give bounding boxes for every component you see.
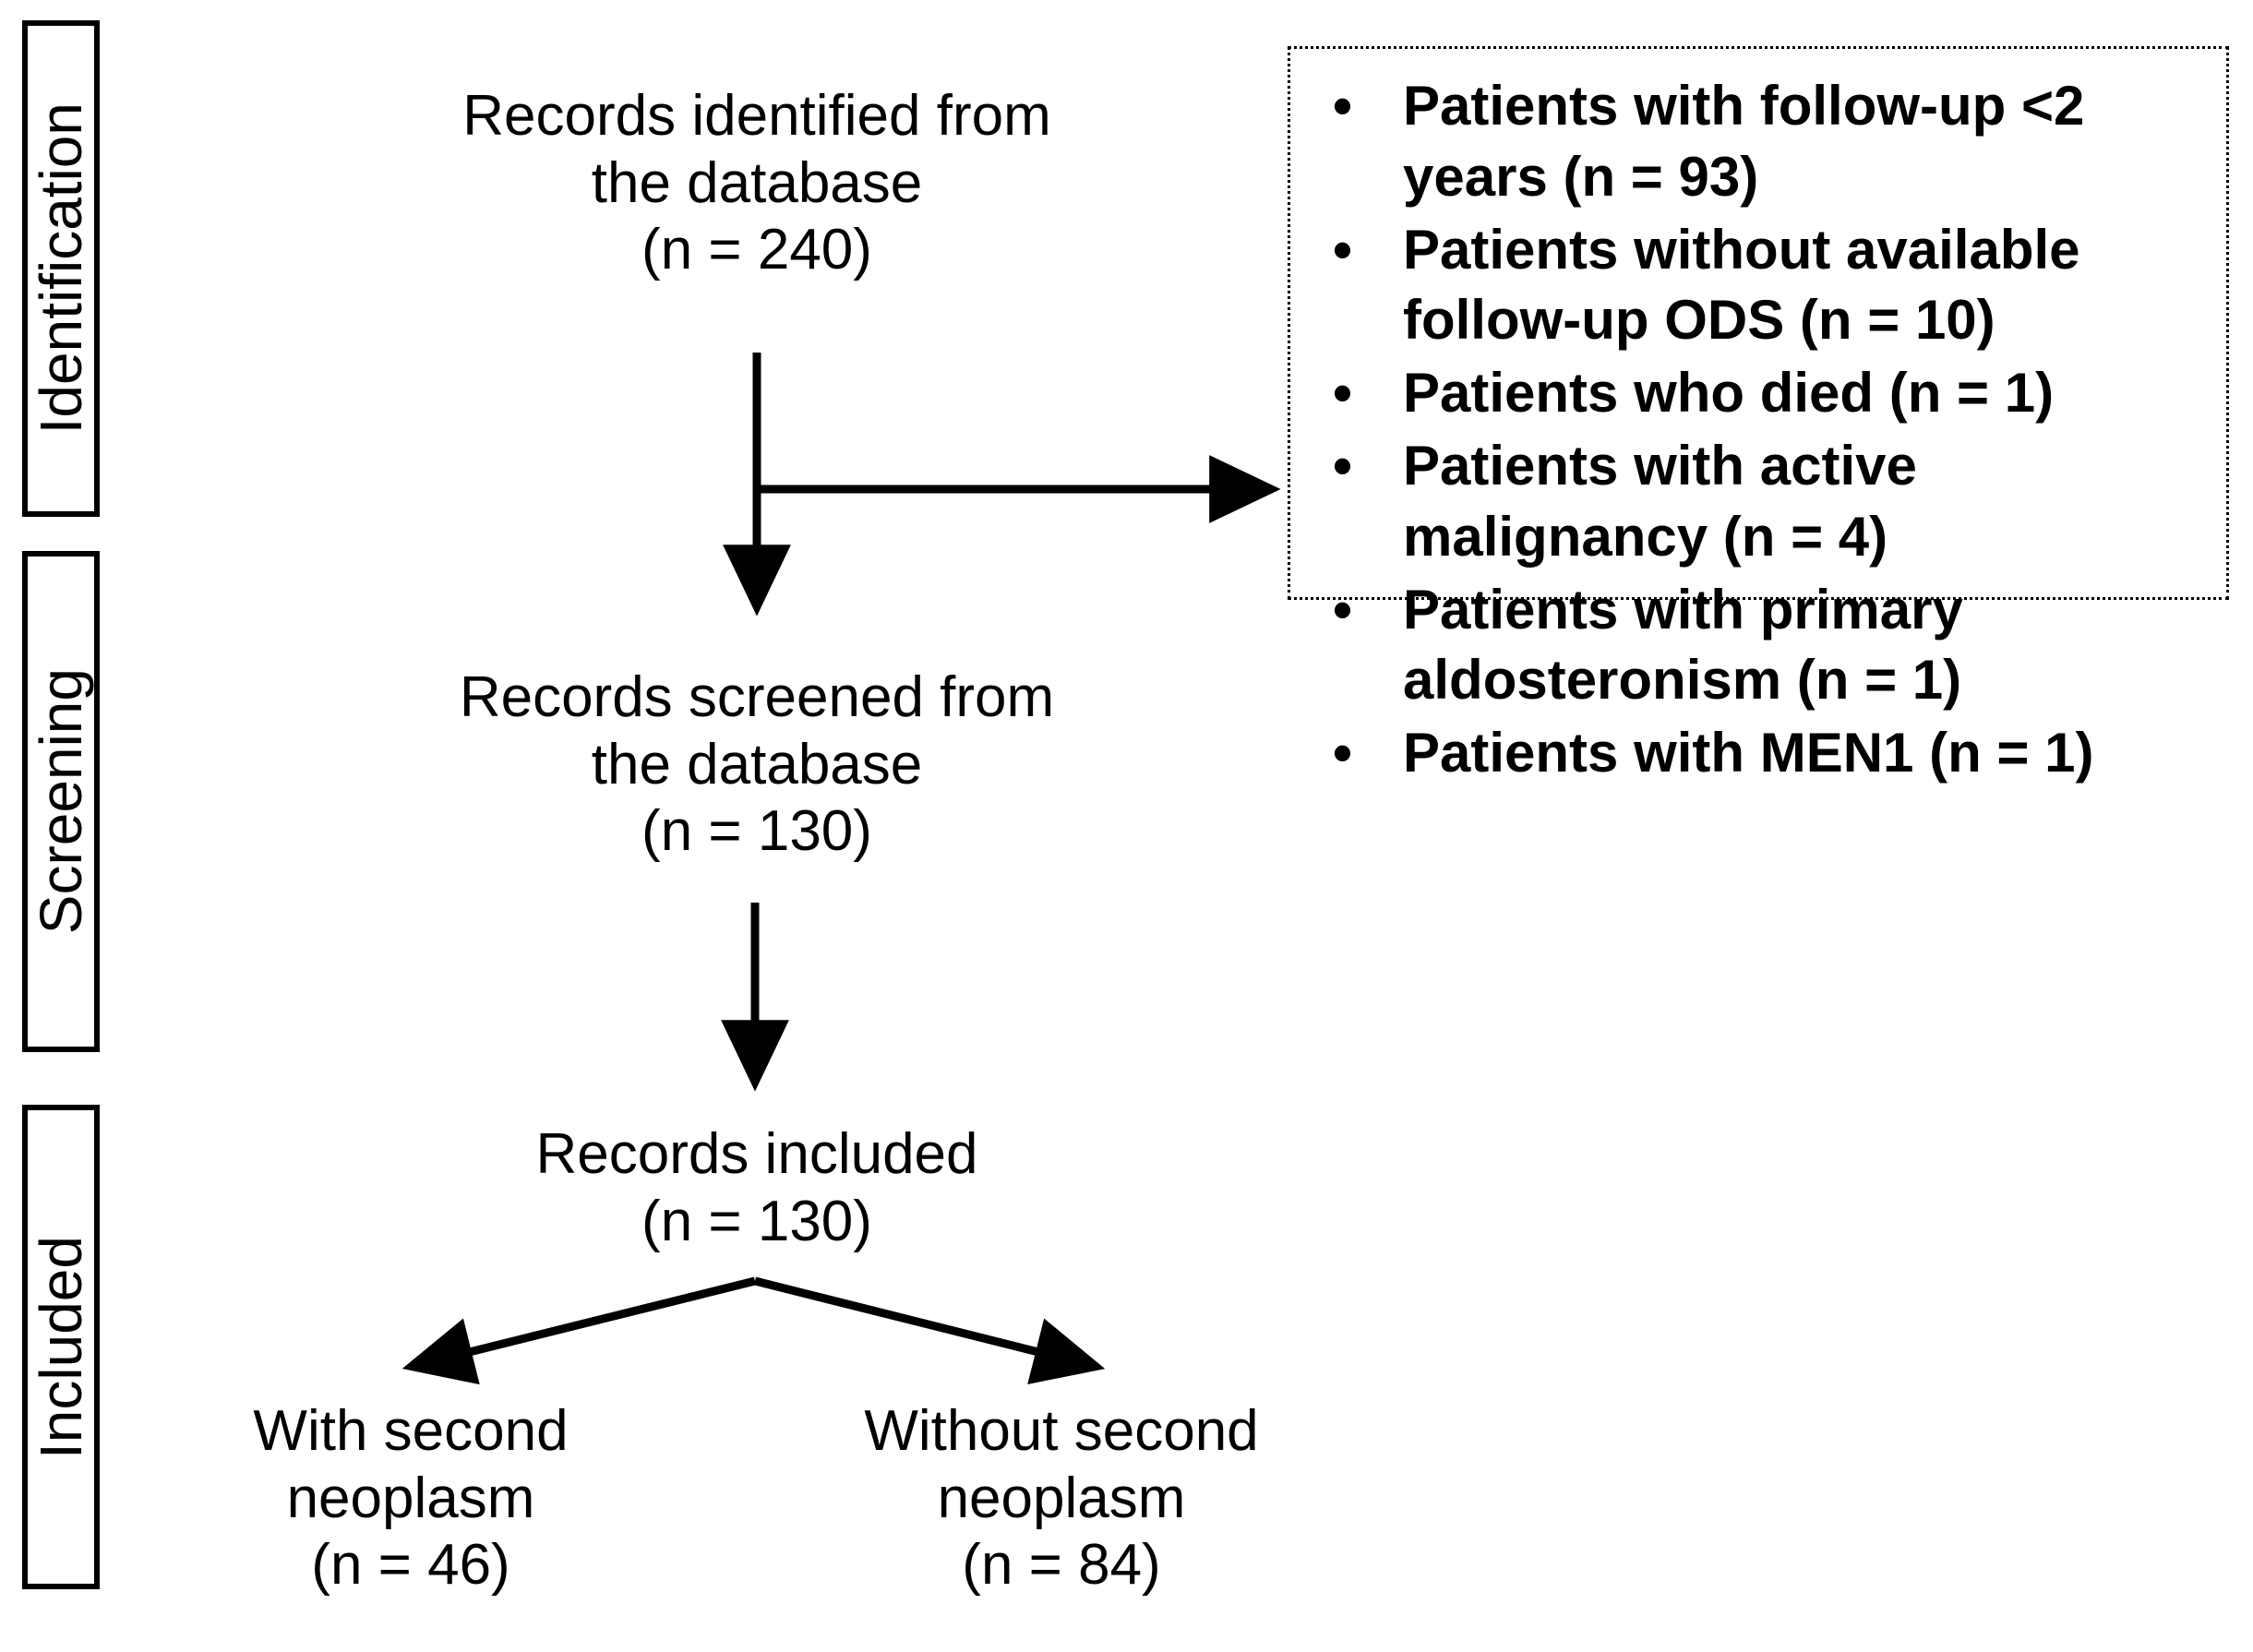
exclusion-item: • Patients who died (n = 1) — [1314, 358, 2202, 429]
stage-box-included: Included — [22, 1105, 100, 1589]
flow-node-with-second-neoplasm: With second neoplasm (n = 46) — [253, 1399, 569, 1598]
exclusion-item: • Patients with MEN1 (n = 1) — [1314, 718, 2202, 789]
bullet-icon: • — [1333, 218, 1353, 281]
bullet-icon: • — [1333, 362, 1353, 425]
exclusion-criteria-list: • Patients with follow-up <2 years (n = … — [1314, 71, 2202, 789]
stage-box-screening: Screening — [22, 551, 100, 1052]
exclusion-criteria-box: • Patients with follow-up <2 years (n = … — [1288, 46, 2229, 784]
exclusion-item: • Patients without available follow-up O… — [1314, 215, 2202, 357]
exclusion-item-label: Patients with primary aldosteronism (n =… — [1403, 578, 1963, 712]
flow-node-records-included: Records included (n = 130) — [535, 1122, 978, 1253]
exclusion-item-label: Patients with MEN1 (n = 1) — [1403, 722, 2094, 784]
arrow-included-to-without-second-neoplasm — [753, 1276, 1106, 1385]
flow-node-records-identified: Records identified from the database (n … — [462, 84, 1051, 282]
flow-node-without-second-neoplasm: Without second neoplasm (n = 84) — [864, 1399, 1259, 1598]
stage-label-identification: Identification — [28, 102, 94, 435]
exclusion-item-label: Patients with active malignancy (n = 4) — [1403, 434, 1917, 568]
bullet-icon: • — [1333, 722, 1353, 784]
bullet-icon: • — [1333, 75, 1353, 137]
exclusion-item: • Patients with follow-up <2 years (n = … — [1314, 71, 2202, 213]
stage-label-screening: Screening — [28, 668, 94, 935]
arrow-included-to-with-second-neoplasm — [401, 1276, 757, 1385]
exclusion-item: • Patients with primary aldosteronism (n… — [1314, 575, 2202, 717]
flow-node-records-screened: Records screened from the database (n = … — [459, 665, 1055, 864]
stage-box-identification: Identification — [22, 20, 100, 517]
exclusion-item-label: Patients without available follow-up ODS… — [1403, 218, 2080, 352]
exclusion-item-label: Patients with follow-up <2 years (n = 93… — [1403, 75, 2085, 208]
bullet-icon: • — [1333, 578, 1353, 640]
exclusion-item: • Patients with active malignancy (n = 4… — [1314, 431, 2202, 573]
exclusion-item-label: Patients who died (n = 1) — [1403, 362, 2055, 425]
bullet-icon: • — [1333, 434, 1353, 497]
stage-label-included: Included — [28, 1235, 94, 1459]
